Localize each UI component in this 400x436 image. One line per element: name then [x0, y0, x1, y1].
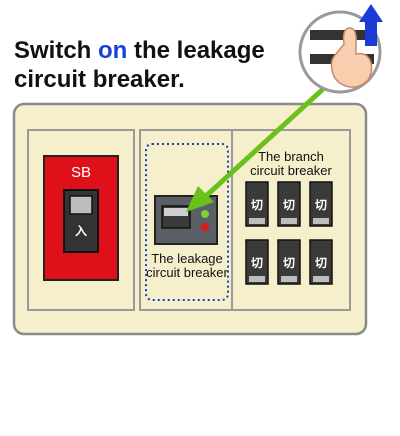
branch-switch-char: 切: [314, 256, 327, 270]
leakage-indicator-red: [201, 223, 209, 231]
leakage-label-line1: The leakage: [151, 251, 223, 266]
branch-breaker[interactable]: [309, 239, 333, 285]
branch-breaker-label: The branch circuit breaker: [242, 150, 340, 178]
sb-switch-char: 入: [74, 224, 87, 238]
magnified-switch-top: [310, 30, 374, 40]
sb-label: SB: [70, 164, 91, 181]
leakage-label-line2: circuit breaker: [146, 265, 228, 280]
up-arrow-icon: [359, 4, 383, 46]
leakage-switch-lever[interactable]: [164, 208, 188, 216]
leakage-highlight: [145, 143, 229, 301]
branch-switch-char: 切: [282, 198, 295, 212]
branch-breaker[interactable]: [277, 239, 301, 285]
branch-label-line1: The branch: [258, 149, 324, 164]
title-text-pre: Switch: [14, 37, 99, 64]
branch-switch-char: 切: [250, 198, 263, 212]
branch-switch-char: 切: [250, 256, 263, 270]
branch-switch-char: 切: [314, 198, 327, 212]
branch-breaker[interactable]: [309, 181, 333, 227]
instruction-title: Switch on the leakage circuit breaker.: [14, 36, 314, 94]
leakage-breaker-label: The leakage circuit breaker: [140, 252, 234, 280]
branch-breaker[interactable]: [245, 181, 269, 227]
branch-switch-char: 切: [282, 256, 295, 270]
pointer-arrow-line: [203, 87, 325, 199]
leakage-indicator-green: [201, 210, 209, 218]
pointing-hand-icon: [330, 27, 373, 88]
sb-switch-lever[interactable]: [69, 195, 93, 215]
pointer-arrow-head: [186, 186, 214, 212]
branch-breaker[interactable]: [277, 181, 301, 227]
branch-label-line2: circuit breaker: [250, 163, 332, 178]
title-line2: circuit breaker.: [14, 66, 185, 93]
title-text-post: the leakage: [127, 37, 265, 64]
title-on-word: on: [98, 37, 128, 64]
branch-breaker[interactable]: [245, 239, 269, 285]
